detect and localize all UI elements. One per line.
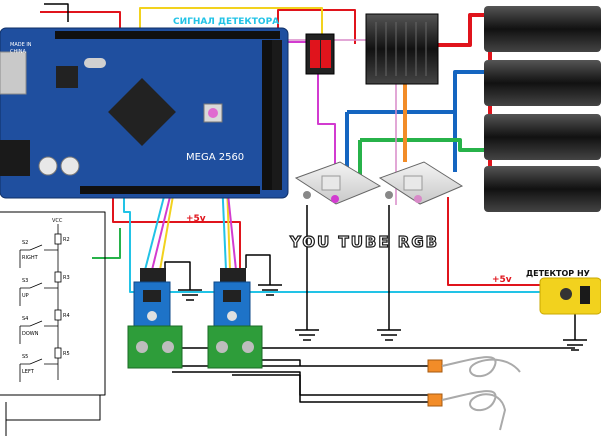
- probe-cable-1: [441, 356, 521, 378]
- switch-name: LEFT: [22, 369, 35, 375]
- blue-wire-heaters: [453, 70, 484, 112]
- board-label: MEGA 2560: [186, 152, 244, 163]
- red-wire-top: [40, 11, 121, 30]
- thermocouple-module-2: [207, 268, 263, 369]
- red-wire-heater-feed: [436, 13, 490, 47]
- solid-state-relay-2: [378, 161, 464, 205]
- detector-label: ДЕТЕКТОР НУ: [526, 269, 590, 278]
- switch-symbol: [19, 320, 58, 344]
- switch-id: S5: [22, 354, 28, 360]
- heater-4: [484, 166, 601, 212]
- power-label-5v-left: +5v: [186, 214, 206, 224]
- resistor: [54, 271, 62, 283]
- thermo-wire-4: [232, 374, 430, 403]
- switch-name: RIGHT: [22, 255, 39, 261]
- red-wire-switch: [277, 9, 356, 44]
- heater-3: [484, 114, 601, 160]
- heater-1: [484, 6, 601, 52]
- resistor-label: R4: [63, 313, 70, 319]
- switch-name: UP: [22, 293, 29, 299]
- resistor: [54, 309, 62, 321]
- ground-wire-module1: [164, 261, 191, 290]
- probe-connector-2: [427, 393, 443, 407]
- ground-symbol: [258, 284, 282, 296]
- yellow-wire-switch: [139, 7, 323, 40]
- keypad-bottom-wire: [5, 395, 101, 436]
- country-label: CHINA: [10, 49, 26, 55]
- heater-2: [484, 60, 601, 106]
- ground-wire-module2: [245, 254, 271, 285]
- signal-label: СИГНАЛ ДЕТЕКТОРА: [173, 17, 279, 27]
- switch-id: S4: [22, 316, 28, 322]
- thermocouple-module-1: [127, 268, 183, 369]
- detector-module: [539, 277, 601, 315]
- ground-symbol: [377, 329, 401, 341]
- vcc-label: VCC: [52, 218, 63, 224]
- power-label-5v-right: +5v: [492, 275, 512, 285]
- ceramic-heater-small: [365, 13, 439, 85]
- resistor: [54, 347, 62, 359]
- resistor-label: R3: [63, 275, 70, 281]
- arduino-mega-board: MEGA 2560 MADE IN CHINA: [0, 27, 289, 199]
- switch-name: DOWN: [22, 331, 39, 337]
- switch-symbol: [19, 282, 58, 306]
- keypad-frame-wire: [0, 211, 106, 396]
- magenta-wire-ssr: [230, 41, 336, 198]
- thermo-wire-2: [172, 371, 430, 396]
- infrared-heaters: [484, 6, 601, 212]
- probe-cable-2: [441, 390, 507, 431]
- ground-symbol: [178, 289, 202, 301]
- made-in-label: MADE IN: [10, 42, 32, 48]
- red-wire-5v-left: [112, 196, 241, 270]
- switch-id: S3: [22, 278, 28, 284]
- rocker-switch: [305, 33, 335, 75]
- switch-symbol: [19, 244, 58, 268]
- resistor: [54, 233, 62, 245]
- ground-symbol: [295, 329, 319, 341]
- green-wire-keypad: [92, 228, 121, 259]
- usb-port: [0, 51, 27, 95]
- board-top-wire: [44, 3, 69, 22]
- probe-connector-1: [427, 359, 443, 373]
- red-wire-5v-right: [447, 197, 540, 286]
- watermark: YOU TUBE RGB: [289, 233, 439, 251]
- switch-id: S2: [22, 240, 28, 246]
- resistor-label: R2: [63, 237, 70, 243]
- ground-symbol: [563, 339, 587, 351]
- solid-state-relay-1: [294, 161, 382, 205]
- power-jack: [0, 140, 30, 176]
- thermocouple-probes: [427, 356, 521, 431]
- switch-symbol: [19, 358, 58, 382]
- ground-symbols: [178, 284, 587, 351]
- blue-wire-detector: [123, 196, 540, 293]
- resistor-label: R5: [63, 351, 70, 357]
